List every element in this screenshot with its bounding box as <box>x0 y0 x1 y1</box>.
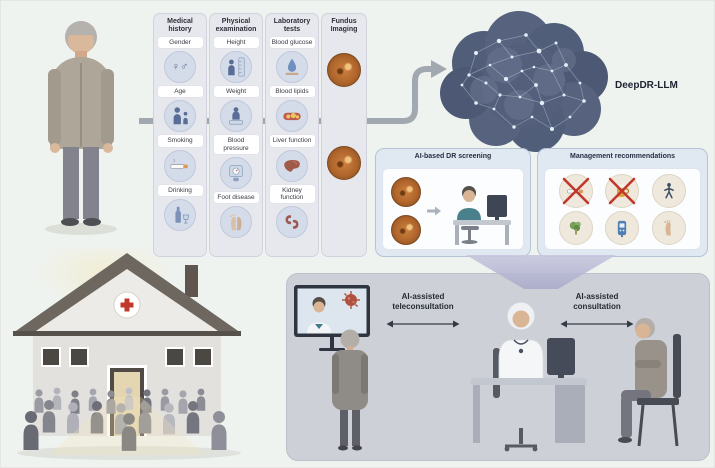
item-label-liver-function: Liver function <box>269 135 315 147</box>
blood-pressure-monitor-icon <box>220 156 252 189</box>
liver-icon <box>276 149 308 182</box>
crowd-silhouettes <box>23 387 227 451</box>
kidney-icon <box>276 205 308 238</box>
column-fundus-imaging: Fundus Imaging <box>321 13 367 257</box>
consultation-arrow <box>560 320 634 328</box>
brain-network-illustration <box>440 11 608 152</box>
bottle-icon <box>164 198 196 231</box>
column-title: Physical examination <box>215 18 257 34</box>
management-panel-content <box>544 168 701 250</box>
item-label-blood-glucose: Blood glucose <box>269 37 315 49</box>
item-label-weight: Weight <box>213 86 259 98</box>
seated-patient-illustration <box>618 318 681 447</box>
artery-lipids-icon <box>276 100 308 133</box>
screening-panel: AI-based DR screening <box>375 148 531 257</box>
item-label-age: Age <box>157 86 203 98</box>
fundus-photo <box>391 177 421 207</box>
teleconsultation-label: AI-assisted teleconsultation <box>392 292 454 311</box>
no-smoking-icon <box>559 173 594 208</box>
gender-icon: ♀♂ <box>164 51 196 84</box>
management-panel-title: Management recommendations <box>569 153 676 160</box>
screening-panel-content <box>382 168 524 250</box>
item-label-kidney-function: Kidney function <box>269 184 315 203</box>
no-alcohol-icon <box>605 173 640 208</box>
fundus-photo <box>327 146 361 181</box>
clinic-building-illustration <box>13 247 241 460</box>
consultation-label: AI-assisted consultation <box>573 292 621 311</box>
elderly-person-icon <box>164 100 196 133</box>
clinician-at-computer-illustration <box>453 186 511 245</box>
item-label-blood-lipids: Blood lipids <box>269 86 315 98</box>
column-title: Medical history <box>167 18 193 34</box>
item-label-smoking: Smoking <box>157 135 203 147</box>
foot-icon <box>220 205 252 238</box>
height-ruler-icon <box>220 51 252 84</box>
item-label-foot-disease: Foot disease <box>213 191 259 203</box>
column-title: Fundus Imaging <box>330 18 358 34</box>
item-label-gender: Gender <box>157 37 203 49</box>
management-panel: Management recommendations <box>537 148 708 257</box>
foot-care-icon <box>651 210 686 245</box>
funnel-connector <box>466 255 616 289</box>
item-label-height: Height <box>213 37 259 49</box>
consultation-scene-panel: AI-assisted teleconsultation AI-assisted… <box>286 273 710 461</box>
arrow-right-icon <box>427 206 441 216</box>
exercise-icon <box>651 173 686 208</box>
blood-drop-icon <box>276 51 308 84</box>
tv-teleconsultation-screen <box>294 285 370 351</box>
item-label-drinking: Drinking <box>157 184 203 196</box>
teleconsultation-arrow <box>386 320 460 328</box>
cigarette-icon <box>164 149 196 182</box>
glucose-meter-icon <box>605 210 640 245</box>
standing-patient-illustration <box>332 329 368 451</box>
column-laboratory-tests: Laboratory tests Blood glucose Blood lip… <box>265 13 319 257</box>
model-name-label: DeepDR-LLM <box>615 80 678 91</box>
item-label-blood-pressure: Blood pressure <box>213 135 259 154</box>
column-medical-history: Medical history Gender ♀♂ Age Smoking Dr… <box>153 13 207 257</box>
column-title: Laboratory tests <box>273 18 311 34</box>
healthy-diet-icon <box>559 210 594 245</box>
screening-panel-title: AI-based DR screening <box>414 153 492 160</box>
fundus-photo <box>391 215 421 245</box>
doctor-at-desk-illustration <box>471 302 587 452</box>
column-physical-examination: Physical examination Height Weight Blood… <box>209 13 263 257</box>
elderly-patient-illustration <box>45 21 117 235</box>
flow-arrow <box>139 60 447 124</box>
weight-scale-icon <box>220 100 252 133</box>
fundus-photo <box>327 53 361 88</box>
